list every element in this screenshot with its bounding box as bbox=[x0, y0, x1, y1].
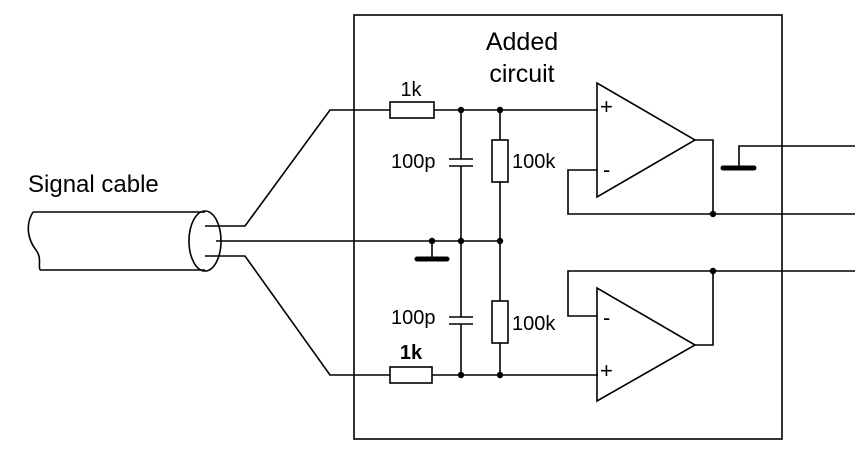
signal-cable bbox=[27, 210, 222, 272]
resistor-100k-bottom-label: 100k bbox=[512, 313, 556, 335]
wire-bottom-feedback bbox=[567, 270, 855, 317]
wire-bottom-input bbox=[205, 255, 390, 376]
resistor-1k-bottom bbox=[389, 366, 433, 384]
junction-dot bbox=[709, 267, 717, 275]
title-line-2: circuit bbox=[489, 60, 554, 88]
resistor-100k-top-label: 100k bbox=[512, 151, 556, 173]
opamp-top-minus-sign: - bbox=[603, 157, 610, 182]
resistor-1k-top-label: 1k bbox=[400, 79, 422, 101]
capacitor-100p-top bbox=[449, 110, 473, 241]
added-circuit-box bbox=[353, 14, 783, 440]
resistor-1k-bottom-label: 1k bbox=[400, 342, 423, 364]
title-line-1: Added bbox=[486, 28, 558, 56]
ground-symbol-right bbox=[720, 145, 855, 171]
wire-top-output bbox=[695, 139, 714, 214]
wire-top-feedback bbox=[567, 169, 855, 215]
signal-cable-label: Signal cable bbox=[28, 171, 159, 198]
opamp-bottom bbox=[596, 286, 697, 403]
resistor-100k-top bbox=[491, 110, 509, 241]
wire-bottom-output bbox=[695, 271, 714, 346]
capacitor-100p-bottom-label: 100p bbox=[391, 307, 436, 329]
opamp-top-plus-sign: + bbox=[600, 94, 613, 119]
opamp-top bbox=[596, 81, 697, 199]
wire-top-input bbox=[205, 109, 390, 227]
resistor-100k-bottom bbox=[491, 241, 509, 375]
opamp-bottom-plus-sign: + bbox=[600, 358, 613, 383]
capacitor-100p-top-label: 100p bbox=[391, 151, 436, 173]
opamp-bottom-minus-sign: - bbox=[603, 305, 610, 330]
junction-dot bbox=[709, 210, 717, 218]
ground-symbol-center bbox=[414, 237, 450, 262]
resistor-1k-top bbox=[389, 101, 435, 119]
capacitor-100p-bottom bbox=[449, 241, 473, 375]
